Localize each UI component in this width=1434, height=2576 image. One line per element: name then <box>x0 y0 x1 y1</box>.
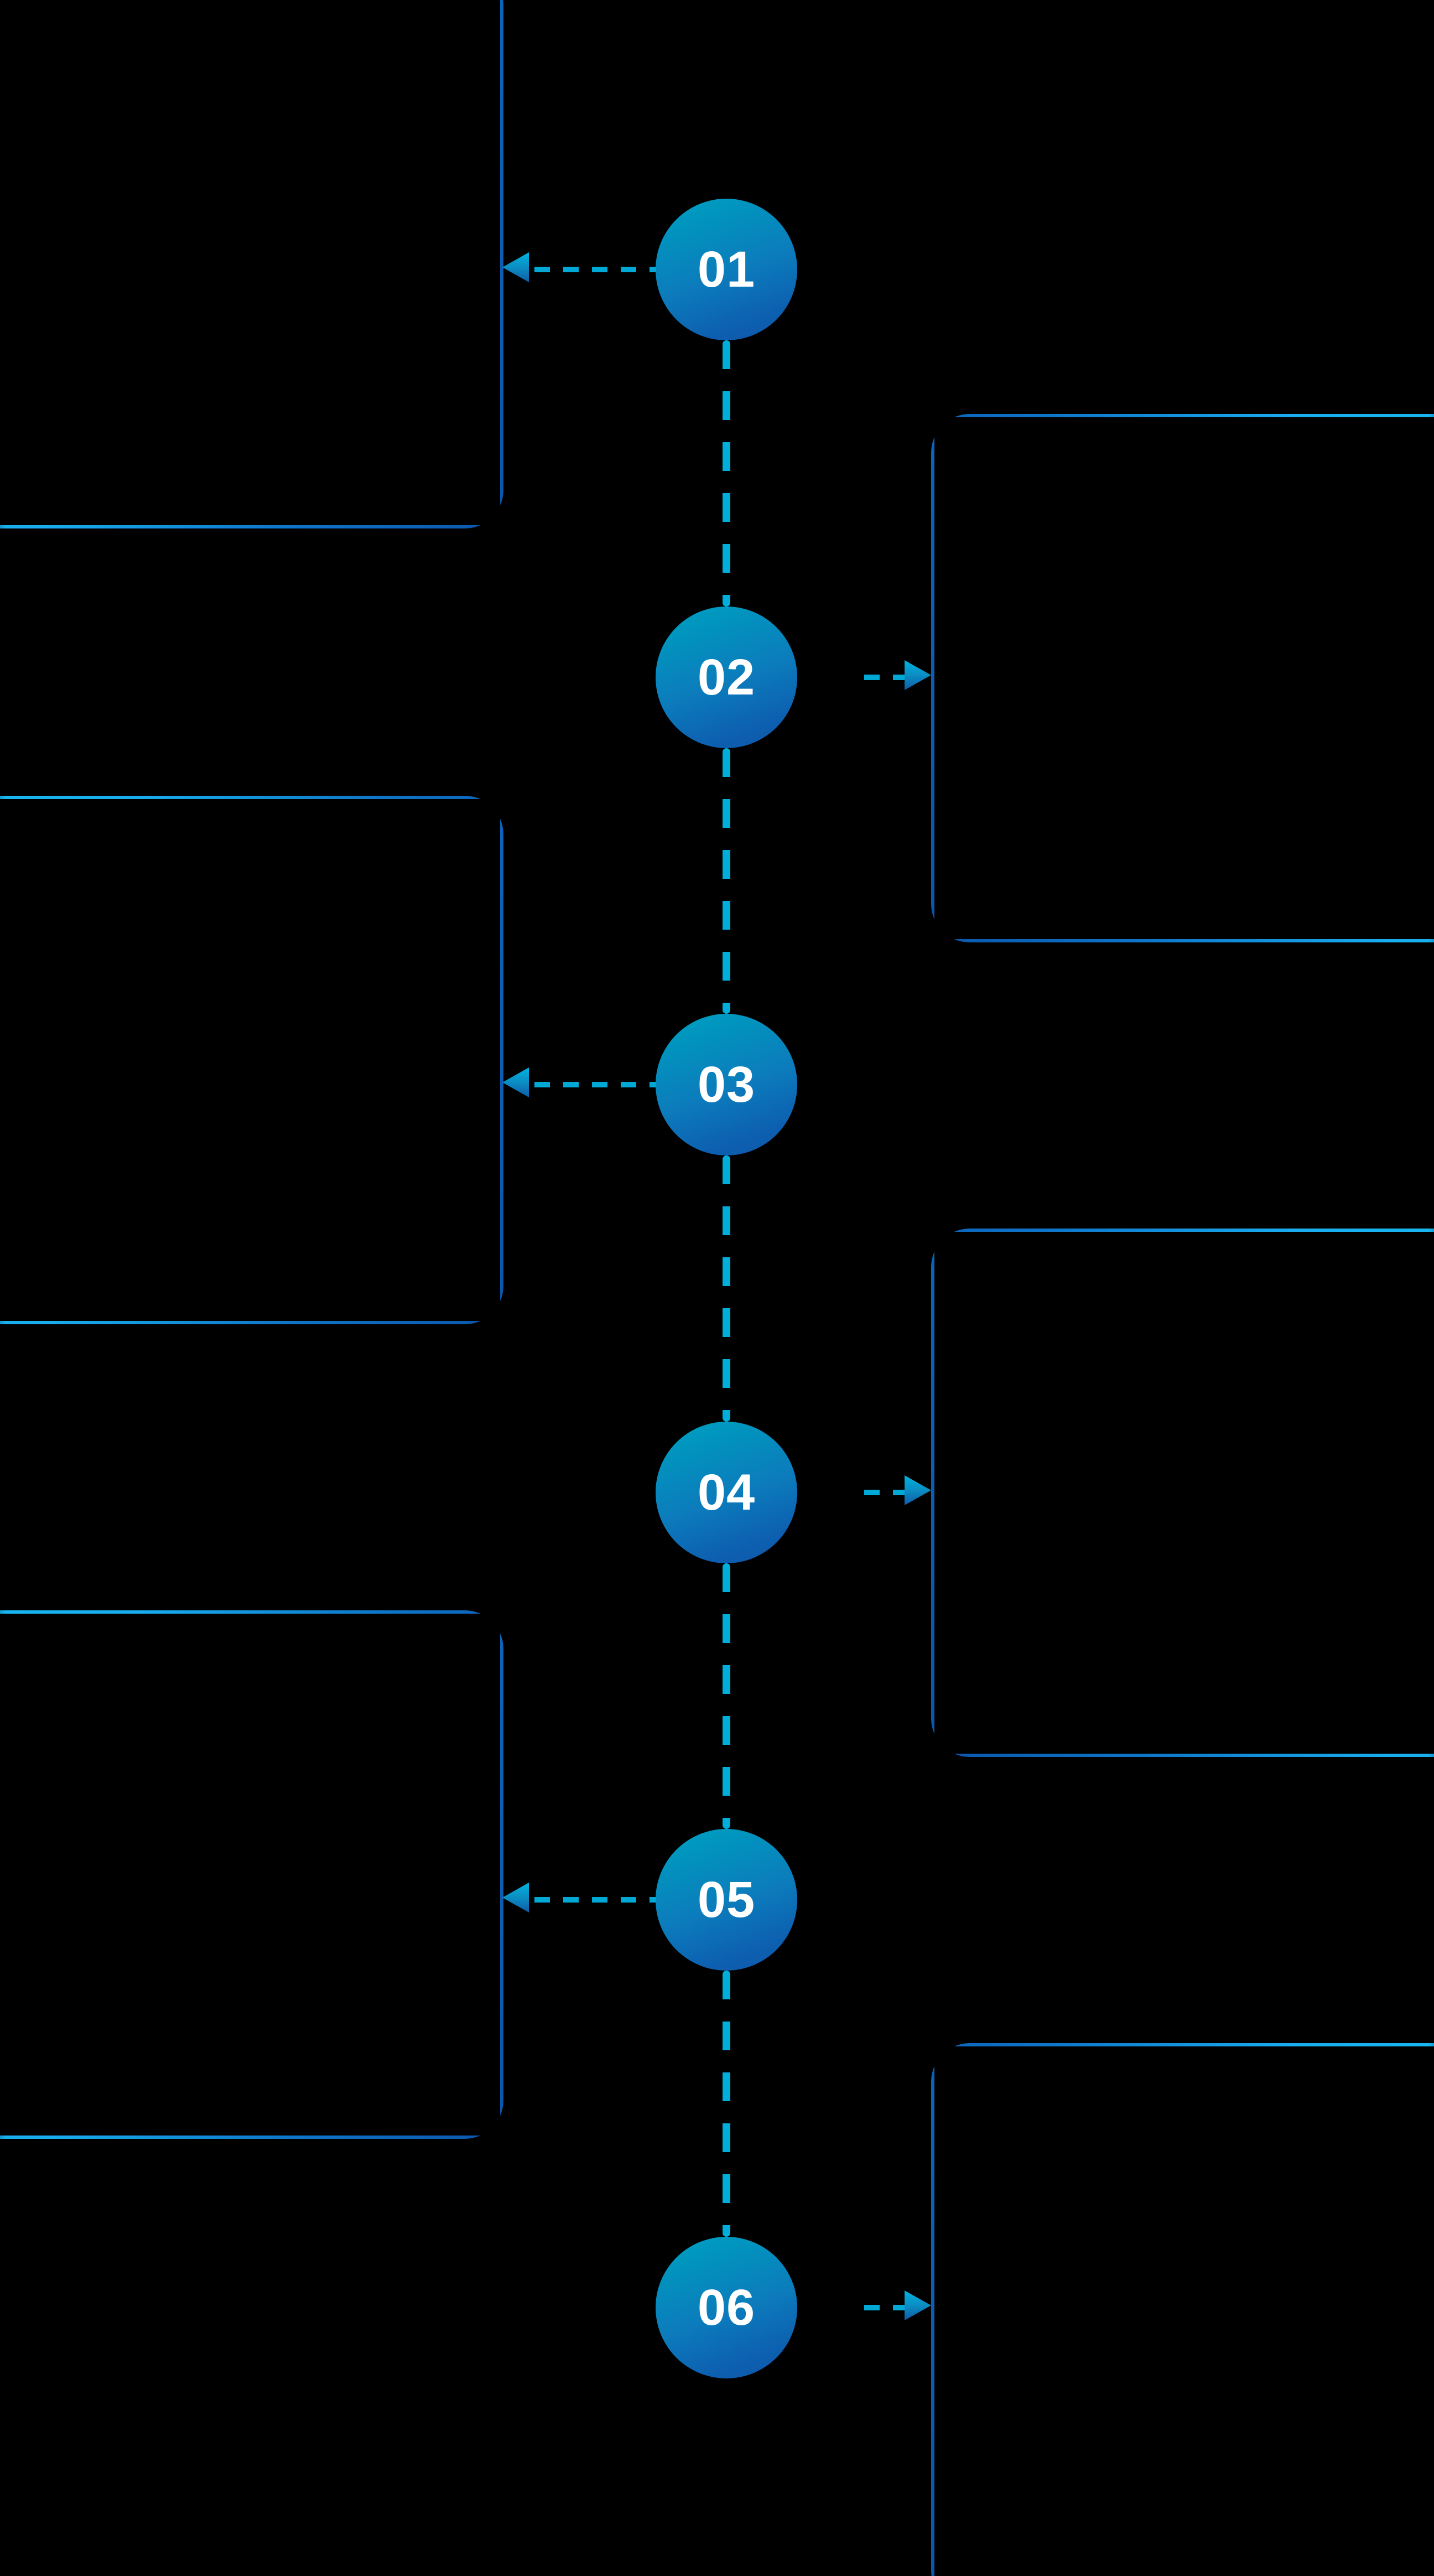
connector-05-dashes <box>534 1897 723 1903</box>
content-card-03[interactable] <box>0 796 503 1324</box>
spine-segment-04-05 <box>723 1563 730 1829</box>
connector-04 <box>864 1475 931 1505</box>
connector-04-dashes <box>864 1490 905 1495</box>
connector-02-dashes <box>864 675 905 680</box>
connector-05-arrowhead <box>502 1883 529 1912</box>
spine-segment-02-03 <box>723 748 730 1014</box>
step-number-06: 06 <box>697 2279 756 2336</box>
connector-02-arrowhead <box>905 660 931 690</box>
spine-segment-01-02 <box>723 340 730 607</box>
spine-segment-05-06 <box>723 1971 730 2237</box>
spine-segment-03-04 <box>723 1155 730 1422</box>
connector-04-arrowhead <box>905 1475 931 1505</box>
content-card-06[interactable] <box>931 2043 1434 2576</box>
step-number-04: 04 <box>697 1464 756 1521</box>
connector-03-arrowhead <box>502 1067 529 1097</box>
step-marker-05[interactable]: 05 <box>656 1829 797 1971</box>
step-marker-03[interactable]: 03 <box>656 1014 797 1155</box>
step-marker-04[interactable]: 04 <box>656 1422 797 1563</box>
connector-03-dashes <box>534 1082 723 1087</box>
connector-06-dashes <box>864 2305 905 2310</box>
connector-06 <box>864 2290 931 2320</box>
content-card-04[interactable] <box>931 1229 1434 1757</box>
content-card-01[interactable] <box>0 0 503 528</box>
step-number-03: 03 <box>697 1056 756 1113</box>
content-card-05[interactable] <box>0 1610 503 2139</box>
step-number-02: 02 <box>697 649 756 706</box>
connector-02 <box>864 660 931 690</box>
connector-01-dashes <box>534 267 723 272</box>
step-number-01: 01 <box>697 241 756 298</box>
connector-06-arrowhead <box>905 2290 931 2320</box>
step-marker-06[interactable]: 06 <box>656 2237 797 2378</box>
step-marker-02[interactable]: 02 <box>656 607 797 748</box>
content-card-02[interactable] <box>931 414 1434 942</box>
connector-01-arrowhead <box>502 252 529 282</box>
step-marker-01[interactable]: 01 <box>656 199 797 340</box>
step-number-05: 05 <box>697 1872 756 1928</box>
